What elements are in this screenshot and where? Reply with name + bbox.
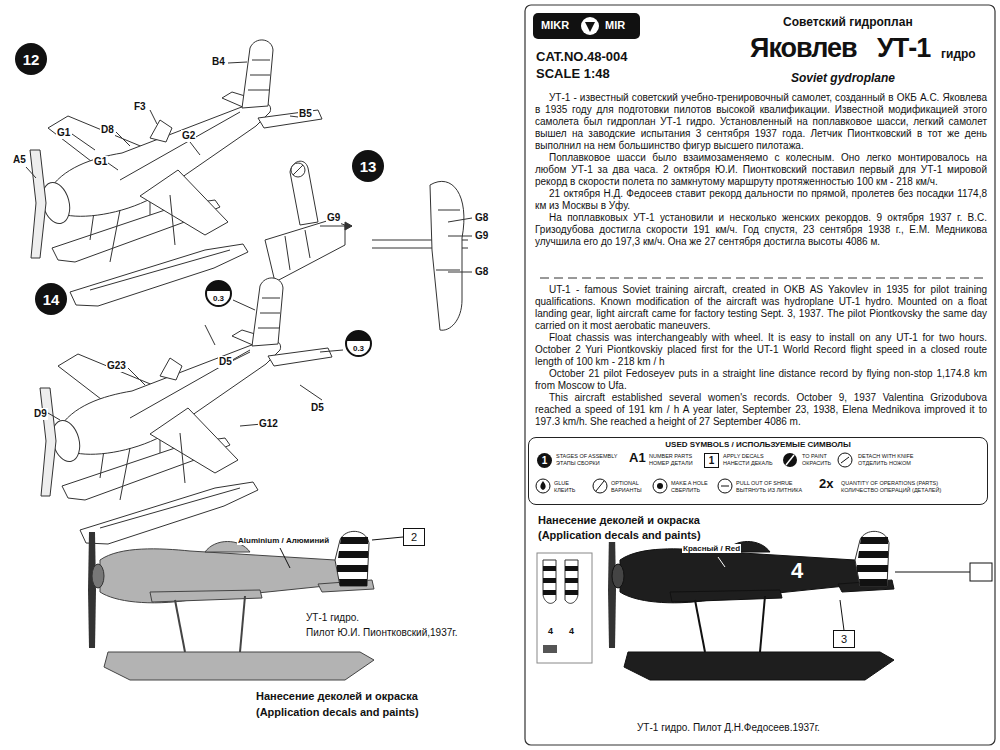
node-text: 0.3	[213, 294, 224, 303]
title: Яковлев	[749, 33, 858, 64]
part-number: D8	[100, 124, 115, 136]
part-number: G9	[474, 230, 489, 242]
symbol-caption: OPTIONAL	[610, 480, 640, 487]
part-number: B4	[211, 56, 226, 68]
caption: Пилот Ю.И. Пионтковский,1937г.	[305, 627, 459, 639]
node-text: 1	[542, 455, 548, 466]
part-number: F3	[133, 101, 147, 113]
decal-callout: 3	[833, 630, 855, 648]
symbol-sample: A1	[628, 451, 647, 466]
node-text: 12	[23, 51, 40, 68]
part-number: G8	[474, 266, 489, 278]
part-number: D5	[310, 402, 325, 414]
aircraft-number: 4	[790, 558, 804, 583]
caption: УТ-1 гидро.	[305, 612, 360, 624]
caption: УТ-1 гидро. Пилот Д.Н.Федосеев.1937г.	[636, 722, 821, 734]
symbol-caption: NUMBER PARTS	[648, 453, 693, 460]
node-text: 3	[841, 633, 847, 645]
part-number: G12	[258, 418, 279, 430]
symbols-box: USED SYMBOLS / ИСПОЛЬЗУЕМЫЕ СИМВОЛЫ 1 1	[528, 437, 988, 505]
history-paragraph: УТ-1 - известный советский учебно-тренир…	[535, 92, 987, 152]
logo-text: MIKR	[540, 19, 570, 32]
symbol-caption: ВАРИАНТЫ	[610, 487, 643, 494]
symbol-caption: TO PAINT	[801, 453, 828, 460]
step-number: 14	[35, 283, 67, 315]
part-number: G1	[93, 156, 108, 168]
part-number: G8	[474, 212, 489, 224]
symbol-caption: ОКРАСИТЬ	[801, 460, 832, 467]
scale-note: SCALE 1:48	[535, 67, 611, 82]
node-text: 13	[360, 158, 377, 175]
stage-symbol: 1	[537, 453, 552, 468]
node-text: 14	[43, 291, 60, 308]
section-heading: Нанесение деколей и окраска	[537, 514, 701, 527]
history-paragraph: This aircraft established several women'…	[535, 392, 987, 428]
part-number: G9	[326, 212, 341, 224]
symbol-caption: НАНЕСТИ ДЕКАЛЬ	[722, 460, 774, 467]
node-text: USED SYMBOLS / ИСПОЛЬЗУЕМЫЕ СИМВОЛЫ	[665, 440, 850, 449]
symbol-caption: СВЕРЛИТЬ	[670, 487, 701, 494]
section-heading: (Application decals and paints)	[537, 529, 702, 542]
paint-note: Aluminium / Алюминий	[237, 536, 330, 545]
history-paragraph: На поплавковых УТ-1 установили и несколь…	[535, 212, 987, 248]
subtitle: Soviet gydroplane	[790, 72, 896, 86]
decal-number: 4	[568, 626, 575, 636]
thickness-mark: 0.3	[205, 280, 232, 307]
symbol-caption: QUANTITY OF OPERATIONS (PARTS)	[840, 480, 939, 487]
logo-text: MIR	[604, 19, 626, 32]
node-text: 1	[709, 455, 715, 466]
node-text: 2	[411, 531, 417, 543]
paint-note: Красный / Red	[682, 544, 741, 553]
symbol-caption: КЛЕИТЬ	[553, 487, 576, 494]
history-paragraph: UT-1 - famous Soviet training aircraft, …	[535, 284, 987, 332]
section-heading: Нанесение деколей и окраска	[255, 690, 419, 703]
catalog-number: CAT.NO.48-004	[535, 50, 629, 65]
node-text: 0.3	[353, 344, 364, 353]
history-paragraph: Float chassis was interchangeably with w…	[535, 332, 987, 368]
history-paragraph: 21 октября Н.Д. Федосеев ставит рекорд д…	[535, 188, 987, 212]
step-number: 12	[15, 43, 47, 75]
part-number: D9	[33, 408, 48, 420]
step-number: 13	[352, 150, 384, 182]
part-number: A5	[12, 154, 27, 166]
decal-number: 4	[547, 626, 554, 636]
decal-callout: 2	[403, 528, 425, 546]
thickness-mark: 0.3	[345, 330, 372, 357]
symbol-caption: GLUE	[553, 480, 570, 487]
title: УТ-1	[876, 33, 931, 64]
symbol-caption: MAKE A HOLE	[670, 480, 709, 487]
part-number: B5	[298, 108, 313, 120]
symbol-sample: 2x	[818, 477, 834, 492]
part-number: G1	[56, 127, 71, 139]
symbol-caption: PULL OUT OF SHRUE	[735, 480, 794, 487]
part-number: G2	[181, 130, 196, 142]
symbol-caption: STAGES OF ASSEMBLY	[555, 453, 619, 460]
symbol-caption: ВЫТЯНУТЬ ИЗ ЛИТНИКА	[735, 487, 803, 494]
symbol-caption: НОМЕР ДЕТАЛИ	[648, 460, 694, 467]
decal-symbol: 1	[704, 453, 719, 468]
history-paragraph: October 21 pilot Fedoseyev puts in a str…	[535, 368, 987, 392]
subtitle: Советский гидроплан	[782, 16, 914, 30]
title: гидро	[940, 48, 977, 62]
symbol-caption: APPLY DECALS	[722, 453, 765, 460]
symbol-caption: ЭТАПЫ СБОРКИ	[555, 460, 601, 467]
history-paragraph: Поплавковое шасси было взаимозаменяемо с…	[535, 152, 987, 188]
part-number: D5	[218, 356, 233, 368]
part-number: G23	[106, 360, 127, 372]
section-heading: (Application decals and paints)	[255, 706, 420, 719]
symbol-caption: ОТДЕЛИТЬ НОЖОМ	[857, 460, 912, 467]
symbol-caption: КОЛИЧЕСТВО ОПЕРАЦИЙ (ДЕТАЛЕЙ)	[840, 487, 942, 494]
symbol-caption: DETACH WITH KNIFE	[857, 453, 915, 460]
